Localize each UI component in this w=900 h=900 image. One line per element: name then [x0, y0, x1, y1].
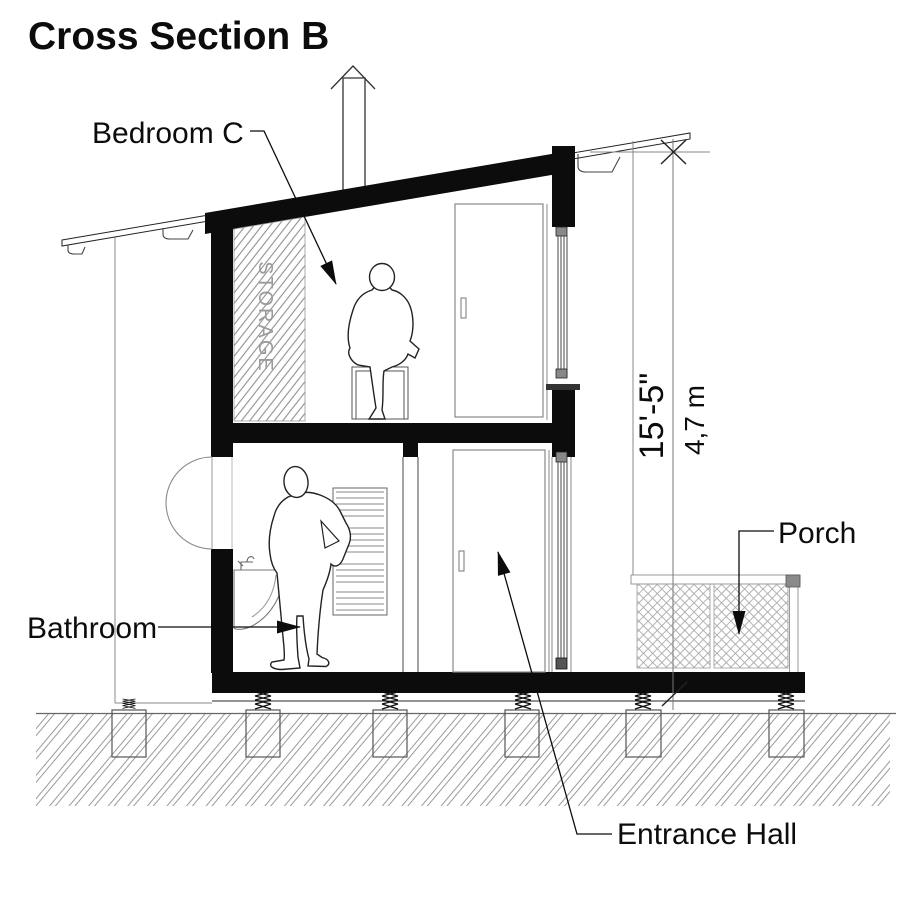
porch-post-cap — [785, 574, 801, 588]
wall-cylinder — [165, 456, 233, 550]
right-wall-upper — [552, 146, 575, 227]
left-wall-upper — [211, 225, 233, 423]
partition-stub — [403, 443, 418, 457]
bedroom-leader — [250, 130, 337, 285]
footing — [111, 709, 147, 758]
gutter-profiles — [67, 154, 621, 255]
lower-window — [551, 451, 572, 672]
bathroom-label: Bathroom — [27, 612, 157, 645]
bedroom-door — [454, 203, 548, 420]
ground — [36, 712, 896, 806]
ground-hatch — [36, 714, 890, 806]
footing — [372, 709, 408, 758]
storage-zone: STORAGE — [233, 216, 306, 422]
dimension-metric: 4,7 m — [679, 385, 710, 455]
footing — [625, 709, 662, 758]
storage-label: STORAGE — [254, 261, 276, 372]
footing — [245, 709, 281, 758]
person-sitting — [347, 262, 420, 420]
faucet-icon — [237, 556, 255, 570]
gutter-icon — [162, 228, 194, 240]
right-wall-mid — [552, 390, 575, 457]
foundation-footings — [111, 709, 805, 758]
bedroom-label: Bedroom C — [92, 117, 244, 150]
left-wall-lower — [211, 549, 233, 673]
dim-tick-bottom — [661, 681, 688, 707]
entrance-leader — [497, 551, 612, 835]
gutter-icon — [67, 245, 86, 255]
roof-band — [205, 150, 575, 234]
door-handle — [460, 297, 467, 319]
leader-lines — [158, 130, 774, 835]
section-walls — [211, 146, 575, 673]
left-wall-lower-top — [211, 443, 233, 457]
dim-tick-top — [660, 139, 687, 165]
spring-icon-small — [122, 698, 136, 709]
vent-arrow-icon — [330, 65, 376, 193]
dimension: 15'-5" 4,7 m — [590, 139, 710, 710]
entrance-label: Entrance Hall — [617, 818, 797, 851]
footing — [504, 709, 540, 758]
partition-lines — [402, 457, 419, 672]
floor-slab — [212, 672, 805, 693]
upper-window — [546, 226, 580, 390]
window-sill — [546, 384, 580, 390]
porch-rail-top — [630, 574, 801, 585]
porch-railing — [630, 574, 801, 672]
roof — [61, 65, 691, 255]
gutter-icon — [577, 154, 621, 173]
dimension-imperial: 15'-5" — [633, 373, 671, 460]
arm-gap — [320, 519, 340, 549]
porch-leader — [732, 530, 774, 635]
door-handle — [458, 550, 465, 572]
porch-label: Porch — [778, 517, 856, 550]
footing — [768, 709, 805, 758]
page-title: Cross Section B — [28, 15, 329, 58]
mid-floor-band — [211, 423, 575, 443]
